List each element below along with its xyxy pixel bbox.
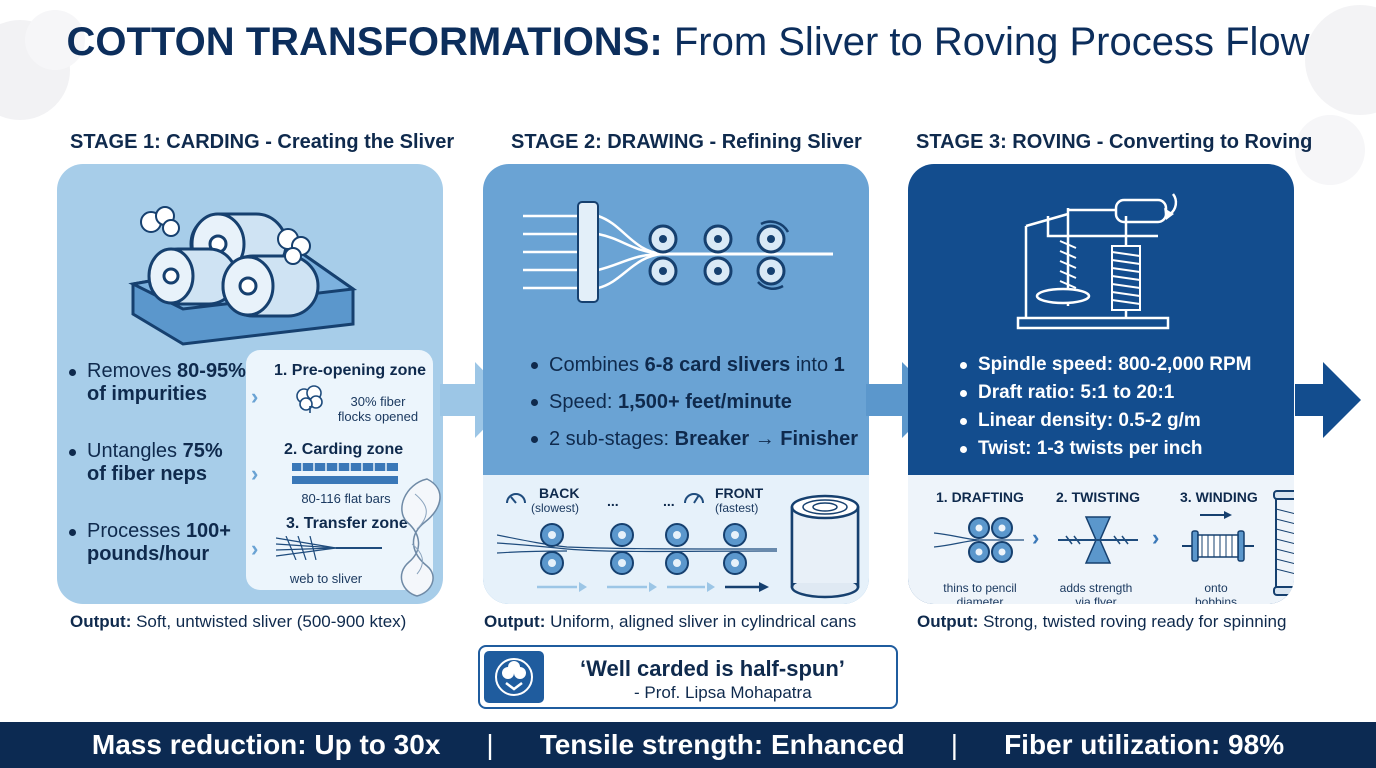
winding-bobbin-icon [1182,511,1254,562]
substep-twisting-label: 2. TWISTING [1056,489,1140,505]
chevron-right-icon: › [1152,525,1160,550]
bullet-bold-line2: of impurities [87,383,208,405]
title-bold: COTTON TRANSFORMATIONS: [66,20,663,64]
cotton-boll-icon [484,651,544,703]
quote-text: ‘Well carded is half-spun’ [580,656,845,681]
back-note: (slowest) [531,501,580,515]
front-label: FRONT [715,485,764,501]
list-item: Removes 80-95% of impurities [69,360,249,406]
zone-2-title: 2. Carding zone [284,441,404,458]
title-rest: From Sliver to Roving Process Flow [673,20,1310,64]
list-item: Spindle speed: 800-2,000 RPM [960,354,1252,376]
stage-2-heading: STAGE 2: DRAWING - Refining Sliver [511,131,862,153]
list-item: Twist: 1-3 twists per inch [960,438,1252,460]
footer-stat-fiber: Fiber utilization: 98% [1004,729,1285,760]
back-label: BACK [539,485,580,501]
substep-drafting-label: 1. DRAFTING [936,489,1024,505]
bullet-bold: 80-95% [177,360,246,382]
stage-1-heading: STAGE 1: CARDING - Creating the Sliver [70,131,455,153]
zone-1-note: 30% fiber flocks opened [337,394,419,424]
flat-bars-icon [292,463,398,484]
list-item: Combines 6-8 card slivers into 1 [531,354,858,377]
bullet-text: Processes [87,520,186,542]
drawing-frame-icon [523,201,833,303]
substep-winding-note: onto bobbins [1194,581,1238,604]
stage-3-output: Output: Strong, twisted roving ready for… [917,612,1287,631]
substep-drafting-note: thins to pencil diameter [943,581,1017,604]
zone-3-note: web to sliver [289,571,363,586]
footer-separator: | [486,729,494,760]
carding-machine-icon [128,206,358,346]
footer-stat-tensile: Tensile strength: Enhanced [539,729,905,760]
carding-zones-card: 1. Pre-opening zone 30% fiber flocks ope… [246,350,433,590]
bobbin-icon [1273,490,1294,596]
stage-1-output: Output: Soft, untwisted sliver (500-900 … [70,612,407,631]
ellipsis-1: ... [607,493,619,509]
stage-2-output: Output: Uniform, aligned sliver in cylin… [484,612,857,631]
speed-gauge-slow-icon [506,493,526,504]
speed-gauge-fast-icon [684,493,704,504]
roving-substeps: 1. DRAFTING thins to pencil diameter › 2… [908,475,1294,604]
stage-1-panel: Removes 80-95% of impurities Untangles 7… [57,164,443,604]
twisted-sliver-icon [400,478,441,597]
stage-1-bullets: Removes 80-95% of impurities Untangles 7… [69,360,249,600]
cotton-boll-icon [296,385,323,413]
sliver-can-icon [790,494,860,599]
footer-stat-mass: Mass reduction: Up to 30x [91,729,441,760]
twisting-flyer-icon [1058,516,1138,564]
bullet-bold: 75% [182,440,223,462]
bullet-text: Untangles [87,440,183,462]
substep-twisting-note: adds strength via flyer [1059,581,1133,604]
chevron-right-icon: › [1032,525,1040,550]
bullet-bold-line2: of fiber neps [87,463,208,485]
bullet-bold-line2: pounds/hour [87,543,210,565]
stage-3-panel: Spindle speed: 800-2,000 RPM Draft ratio… [908,164,1294,604]
chevron-right-icon: › [251,461,259,486]
zone-1-title: 1. Pre-opening zone [274,362,427,379]
footer-stats-bar: Mass reduction: Up to 30x | Tensile stre… [0,722,1376,768]
drafting-rollers-icon [497,523,777,592]
roving-frame-icon [1016,193,1178,330]
zone-3-title: 3. Transfer zone [286,515,408,532]
bullet-text: Removes [87,360,178,382]
list-item: Speed: 1,500+ feet/minute [531,391,858,414]
stage-2-bullets: Combines 6-8 card slivers into 1 Speed: … [531,354,858,465]
list-item: Untangles 75% of fiber neps [69,440,249,486]
stage-2-panel: Combines 6-8 card slivers into 1 Speed: … [483,164,869,604]
chevron-right-icon: › [251,536,259,561]
zone-2-note: 80-116 flat bars [301,491,391,506]
substep-winding-label: 3. WINDING [1180,489,1258,505]
chevron-right-icon: › [251,384,259,409]
bullet-bold: 100+ [185,520,231,542]
quote-author: - Prof. Lipsa Mohapatra [634,683,812,702]
list-item: 2 sub-stages: Breaker → Finisher [531,428,858,451]
footer-separator: | [950,729,959,760]
web-to-sliver-icon [276,536,382,560]
flow-arrow-1 [440,362,512,438]
drafting-rollers-icon [934,517,1024,563]
stage-3-bullets: Spindle speed: 800-2,000 RPM Draft ratio… [960,354,1252,466]
ellipsis-2: ... [663,493,675,509]
page-title: COTTON TRANSFORMATIONS: From Sliver to R… [0,20,1376,65]
list-item: Processes 100+ pounds/hour [69,520,249,566]
stage-3-heading: STAGE 3: ROVING - Converting to Roving [916,131,1313,153]
list-item: Draft ratio: 5:1 to 20:1 [960,382,1252,404]
list-item: Linear density: 0.5-2 g/m [960,410,1252,432]
front-note: (fastest) [715,501,759,515]
flow-arrow-3 [1295,362,1361,438]
flow-arrow-2 [866,362,940,438]
drafting-rollers-detail: BACK (slowest) ... ... FRONT (fastest) [483,475,869,604]
quote-box: ‘Well carded is half-spun’ - Prof. Lipsa… [478,645,898,709]
